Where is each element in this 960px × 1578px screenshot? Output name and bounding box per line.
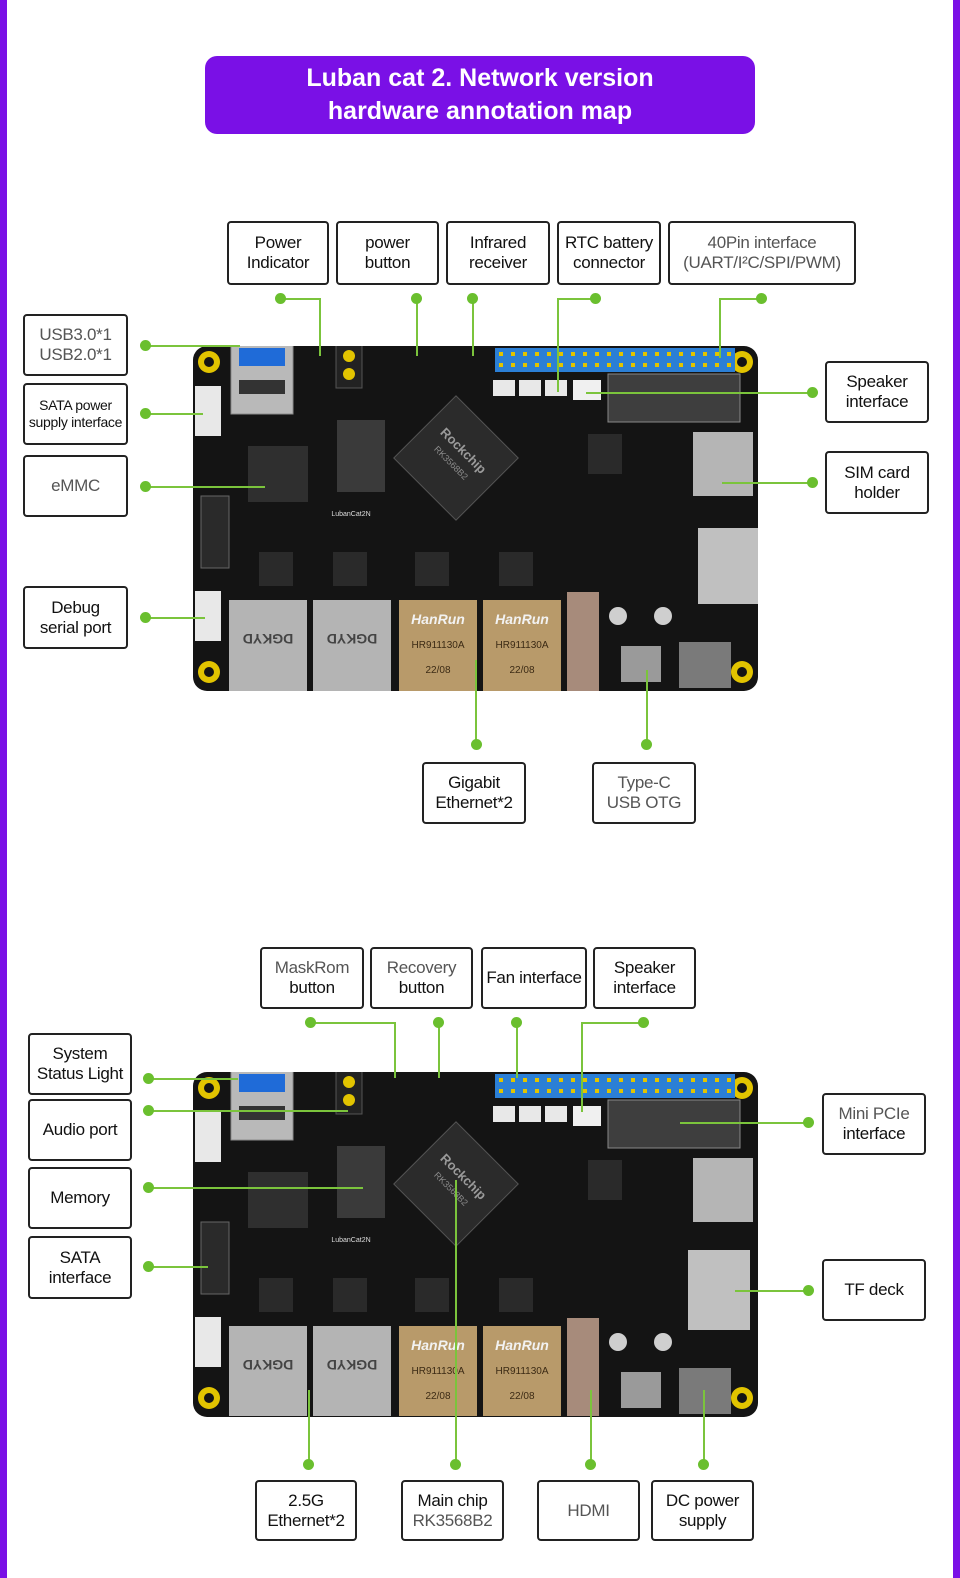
eth1-brand-marking: DGKYD — [243, 631, 294, 647]
leader-dot — [142, 1260, 154, 1272]
label-tf-deck: TF deck — [822, 1259, 926, 1321]
leader-dot — [640, 738, 652, 750]
leader-dot — [802, 1116, 814, 1128]
board-name-marking: LubanCat2N — [331, 511, 370, 518]
label-40pin-interface: 40Pin interface(UART/I²C/SPI/PWM) — [668, 221, 856, 285]
leader-dot — [302, 1458, 314, 1470]
eth3-part-marking-2: HR911130A — [412, 1366, 465, 1377]
label-hdmi: HDMI — [537, 1480, 640, 1541]
leader-dot — [142, 1104, 154, 1116]
eth2-brand-marking-2: DGKYD — [327, 1357, 378, 1373]
board-name-marking-2: LubanCat2N — [331, 1237, 370, 1244]
leader-dot — [142, 1072, 154, 1084]
eth4-brand-marking-2: HanRun — [495, 1337, 549, 1353]
left-frame-border — [0, 0, 7, 1578]
eth3-part-marking: HR911130A — [412, 640, 465, 651]
leader-dot — [755, 292, 767, 304]
leader-dot — [432, 1016, 444, 1028]
eth3-brand-marking: HanRun — [411, 611, 465, 627]
eth4-date-marking-2: 22/08 — [509, 1391, 534, 1402]
label-audio-port: Audio port — [28, 1099, 132, 1161]
leader-dot — [410, 292, 422, 304]
title-line-1: Luban cat 2. Network version — [306, 64, 654, 92]
eth1-brand-marking-2: DGKYD — [243, 1357, 294, 1373]
eth4-brand-marking: HanRun — [495, 611, 549, 627]
eth3-date-marking: 22/08 — [425, 665, 450, 676]
leader-dot — [802, 1284, 814, 1296]
label-fan-interface: Fan interface — [481, 947, 587, 1009]
eth2-brand-marking: DGKYD — [327, 631, 378, 647]
title-banner: Luban cat 2. Network version hardware an… — [205, 56, 755, 134]
eth4-part-marking: HR911130A — [496, 640, 549, 651]
leader-dot — [470, 738, 482, 750]
leader-dot — [510, 1016, 522, 1028]
leader-dot — [139, 480, 151, 492]
eth3-brand-marking-2: HanRun — [411, 1337, 465, 1353]
board-image-2: Rockchip RK3568B2 LubanCat2N DGKYD DGKYD… — [193, 1072, 758, 1417]
eth4-part-marking-2: HR911130A — [496, 1366, 549, 1377]
leader-dot — [449, 1458, 461, 1470]
label-memory: Memory — [28, 1167, 132, 1229]
leader-dot — [637, 1016, 649, 1028]
eth3-date-marking-2: 22/08 — [425, 1391, 450, 1402]
board-image-1: Rockchip RK3568B2 LubanCat2N DGKYD DGKYD… — [193, 346, 758, 691]
leader-dot — [466, 292, 478, 304]
leader-dot — [274, 292, 286, 304]
leader-dot — [806, 476, 818, 488]
leader-dot — [589, 292, 601, 304]
eth4-date-marking: 22/08 — [509, 665, 534, 676]
leader-dot — [139, 407, 151, 419]
label-emmc: eMMC — [23, 455, 128, 517]
leader-dot — [139, 339, 151, 351]
leader-dot — [304, 1016, 316, 1028]
leader-dot — [139, 611, 151, 623]
leader-dot — [142, 1181, 154, 1193]
right-frame-border — [953, 0, 960, 1578]
leader-dot — [806, 386, 818, 398]
leader-dot — [697, 1458, 709, 1470]
leader-dot — [584, 1458, 596, 1470]
title-line-2: hardware annotation map — [327, 97, 633, 125]
